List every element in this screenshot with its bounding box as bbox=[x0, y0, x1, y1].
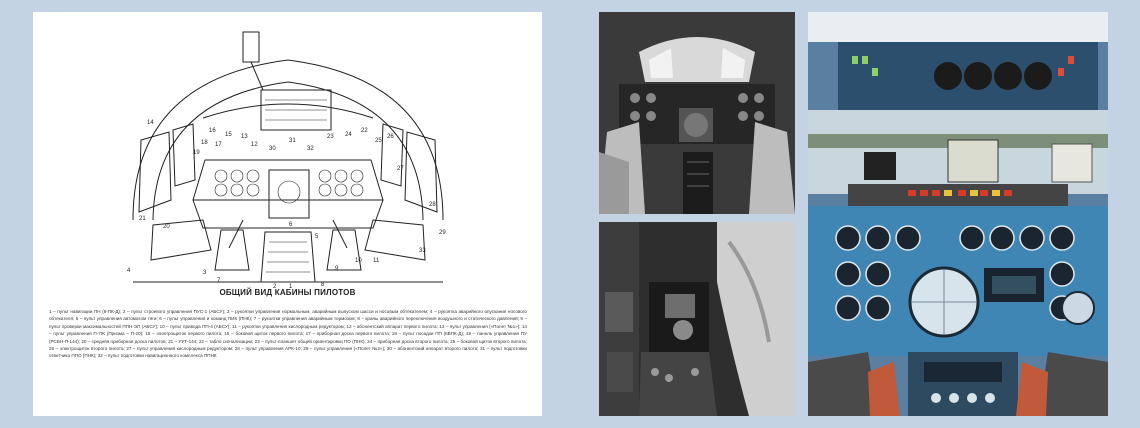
callout-label: 19 bbox=[193, 150, 200, 156]
callout-label: 17 bbox=[215, 142, 222, 148]
callout-label: 21 bbox=[139, 216, 146, 222]
callout-label: 7 bbox=[217, 278, 221, 284]
callout-label: 6 bbox=[289, 222, 293, 228]
callout-label: 16 bbox=[209, 128, 216, 134]
callout-label: 11 bbox=[373, 258, 380, 264]
callout-label: 30 bbox=[269, 146, 276, 152]
callout-label: 20 bbox=[163, 224, 170, 230]
callout-label: 15 bbox=[225, 132, 232, 138]
callout-label: 29 bbox=[439, 230, 446, 236]
cockpit-photo-bw-rear bbox=[599, 222, 795, 416]
callout-label: 13 bbox=[241, 134, 248, 140]
callout-label: 23 bbox=[327, 134, 334, 140]
callout-label: 27 bbox=[397, 166, 404, 172]
callout-label: 4 bbox=[127, 268, 131, 274]
callout-label: 1 bbox=[289, 284, 293, 290]
callout-label: 3 bbox=[203, 270, 207, 276]
callout-label: 26 bbox=[387, 134, 394, 140]
callout-label: 9 bbox=[335, 266, 339, 272]
callout-label: 22 bbox=[361, 128, 368, 134]
callout-label: 24 bbox=[345, 132, 352, 138]
callout-label: 31 bbox=[289, 138, 296, 144]
diagram-page: 14 21 20 4 19 18 17 16 15 13 12 30 31 32… bbox=[33, 12, 542, 416]
callout-label: 12 bbox=[251, 142, 258, 148]
diagram-legend: 1 – пульт навигации ПН (8-ПК-Д); 2 – пул… bbox=[49, 309, 527, 359]
cockpit-photo-color-panel bbox=[808, 12, 1108, 416]
callout-label: 10 bbox=[355, 258, 362, 264]
callout-label: 33 bbox=[419, 248, 426, 254]
callout-label: 18 bbox=[201, 140, 208, 146]
callout-label: 8 bbox=[321, 282, 325, 288]
callout-label: 14 bbox=[147, 120, 154, 126]
callout-label: 28 bbox=[429, 202, 436, 208]
callout-label: 32 bbox=[307, 146, 314, 152]
cockpit-line-drawing: 14 21 20 4 19 18 17 16 15 13 12 30 31 32… bbox=[127, 31, 446, 290]
callout-label: 25 bbox=[375, 138, 382, 144]
callout-label: 2 bbox=[273, 284, 277, 290]
diagram-caption: ОБЩИЙ ВИД КАБИНЫ ПИЛОТОВ bbox=[219, 288, 356, 297]
cockpit-photo-bw-forward bbox=[599, 12, 795, 214]
callout-label: 5 bbox=[315, 234, 319, 240]
